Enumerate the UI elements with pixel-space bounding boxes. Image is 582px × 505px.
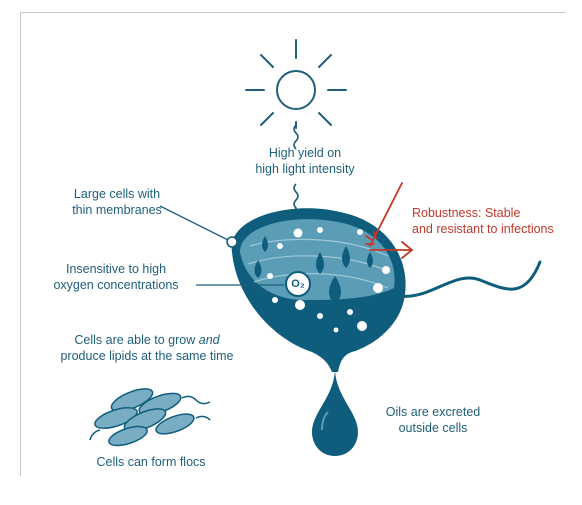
- label-light-yield-line1: High yield on: [250, 145, 360, 161]
- label-lipids: Cells are able to grow and produce lipid…: [52, 332, 242, 364]
- label-lipids-line1: Cells are able to grow and: [52, 332, 242, 348]
- o2-badge-text: O₂: [286, 276, 310, 292]
- algae-cell: [227, 208, 406, 372]
- oil-drop-icon: [312, 368, 358, 456]
- flagellum: [400, 262, 540, 296]
- label-large-cells: Large cells with thin membranes: [62, 186, 172, 218]
- flocs-illustration: [90, 384, 210, 449]
- label-light-yield-line2: high light intensity: [250, 161, 360, 177]
- label-lipids-line2: produce lipids at the same time: [52, 348, 242, 364]
- label-oils: Oils are excreted outside cells: [378, 404, 488, 436]
- label-oxygen-line1: Insensitive to high: [46, 261, 186, 277]
- label-oils-line2: outside cells: [378, 420, 488, 436]
- label-lipids-line1-text: Cells are able to grow: [74, 333, 198, 347]
- label-large-cells-line1: Large cells with: [62, 186, 172, 202]
- sun-icon: [246, 40, 346, 128]
- label-oxygen-line2: oxygen concentrations: [46, 277, 186, 293]
- label-robustness-line1: Robustness: Stable: [412, 205, 572, 221]
- label-oxygen: Insensitive to high oxygen concentration…: [46, 261, 186, 293]
- label-flocs: Cells can form flocs: [86, 454, 216, 470]
- label-robustness: Robustness: Stable and resistant to infe…: [412, 205, 572, 237]
- label-robustness-line2: and resistant to infections: [412, 221, 572, 237]
- label-light-yield: High yield on high light intensity: [250, 145, 360, 177]
- label-oils-line1: Oils are excreted: [378, 404, 488, 420]
- label-large-cells-line2: thin membranes: [62, 202, 172, 218]
- label-lipids-emphasis: and: [199, 333, 220, 347]
